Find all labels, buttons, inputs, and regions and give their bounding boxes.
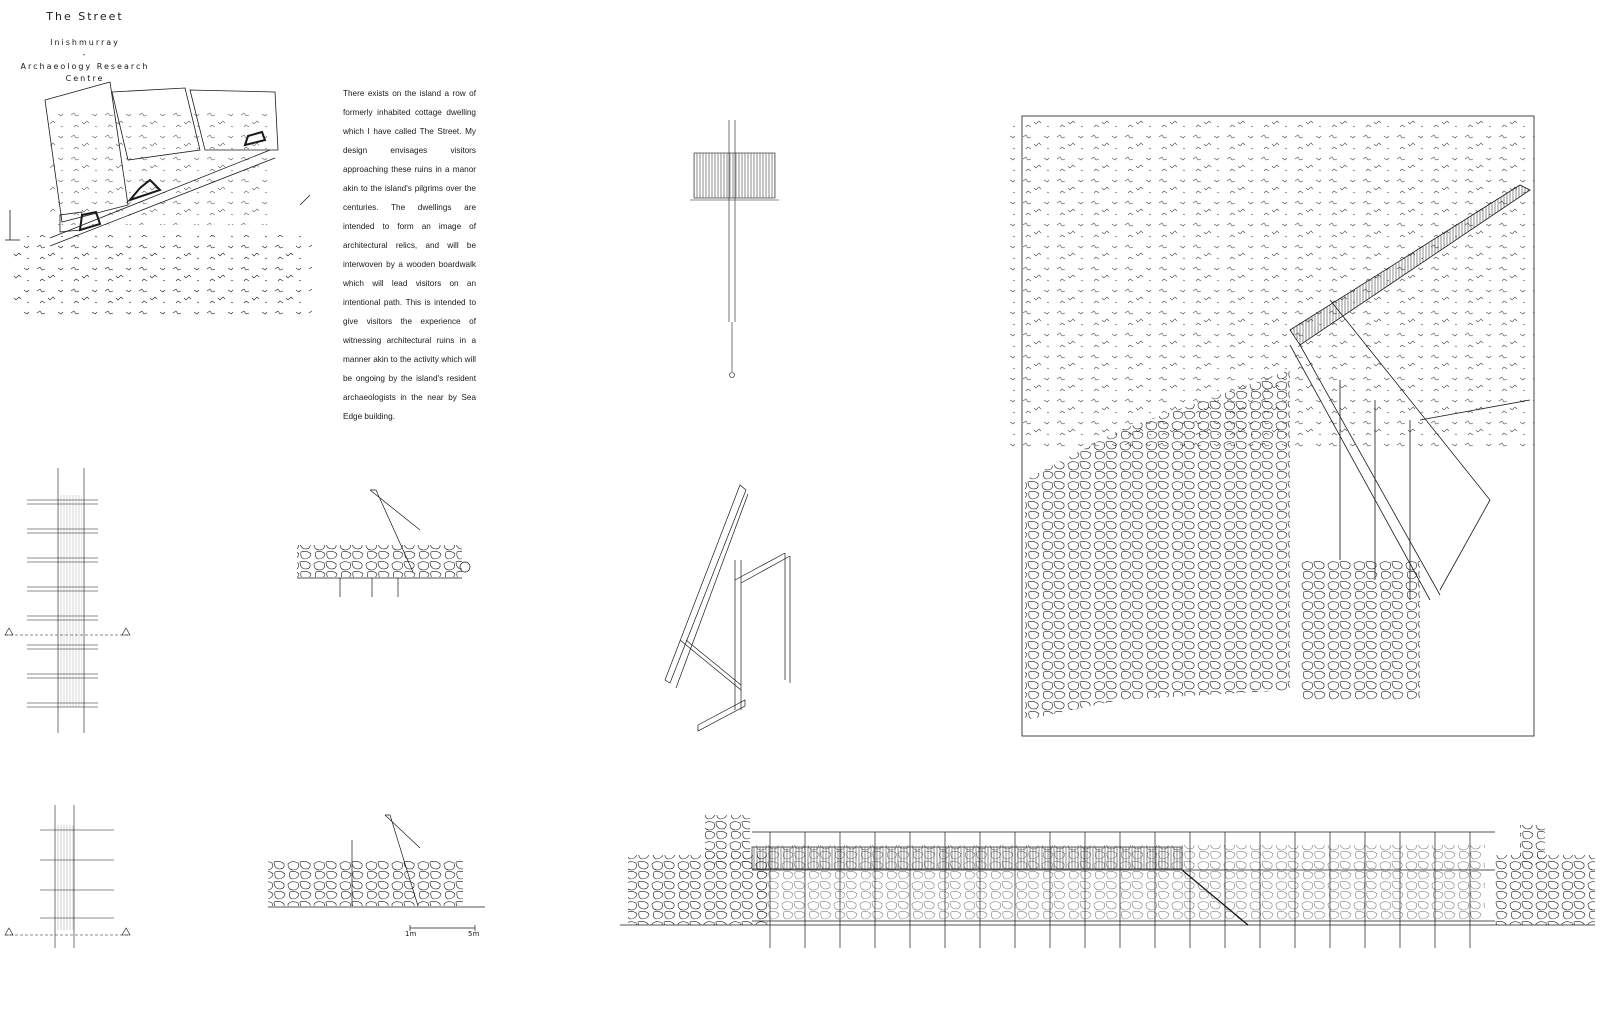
site-axonometric [1010, 115, 1535, 737]
boardwalk-long-elevation [620, 815, 1595, 948]
project-description: There exists on the island a row of form… [343, 89, 476, 421]
frame-elevation [690, 120, 779, 378]
frame-axonometric [664, 484, 791, 732]
site-plan [5, 81, 312, 315]
scale-start-label: 1m [405, 930, 417, 938]
section-detail-lower [268, 814, 485, 931]
subtitle-line2: Centre [65, 74, 105, 83]
section-detail [297, 489, 471, 597]
drawing-title: The Street [46, 10, 124, 23]
scale-end-label: 5m [468, 930, 480, 938]
subtitle-dash: - [82, 50, 88, 59]
island-name: Inishmurray [50, 38, 120, 47]
elevation-posts [769, 832, 1471, 948]
title-block: The Street Inishmurray - Archaeology Res… [20, 10, 150, 85]
boardwalk-plan-strip [4, 468, 131, 733]
subtitle-line1: Archaeology Research [20, 62, 150, 71]
boardwalk-plan-strip-lower [4, 805, 131, 948]
